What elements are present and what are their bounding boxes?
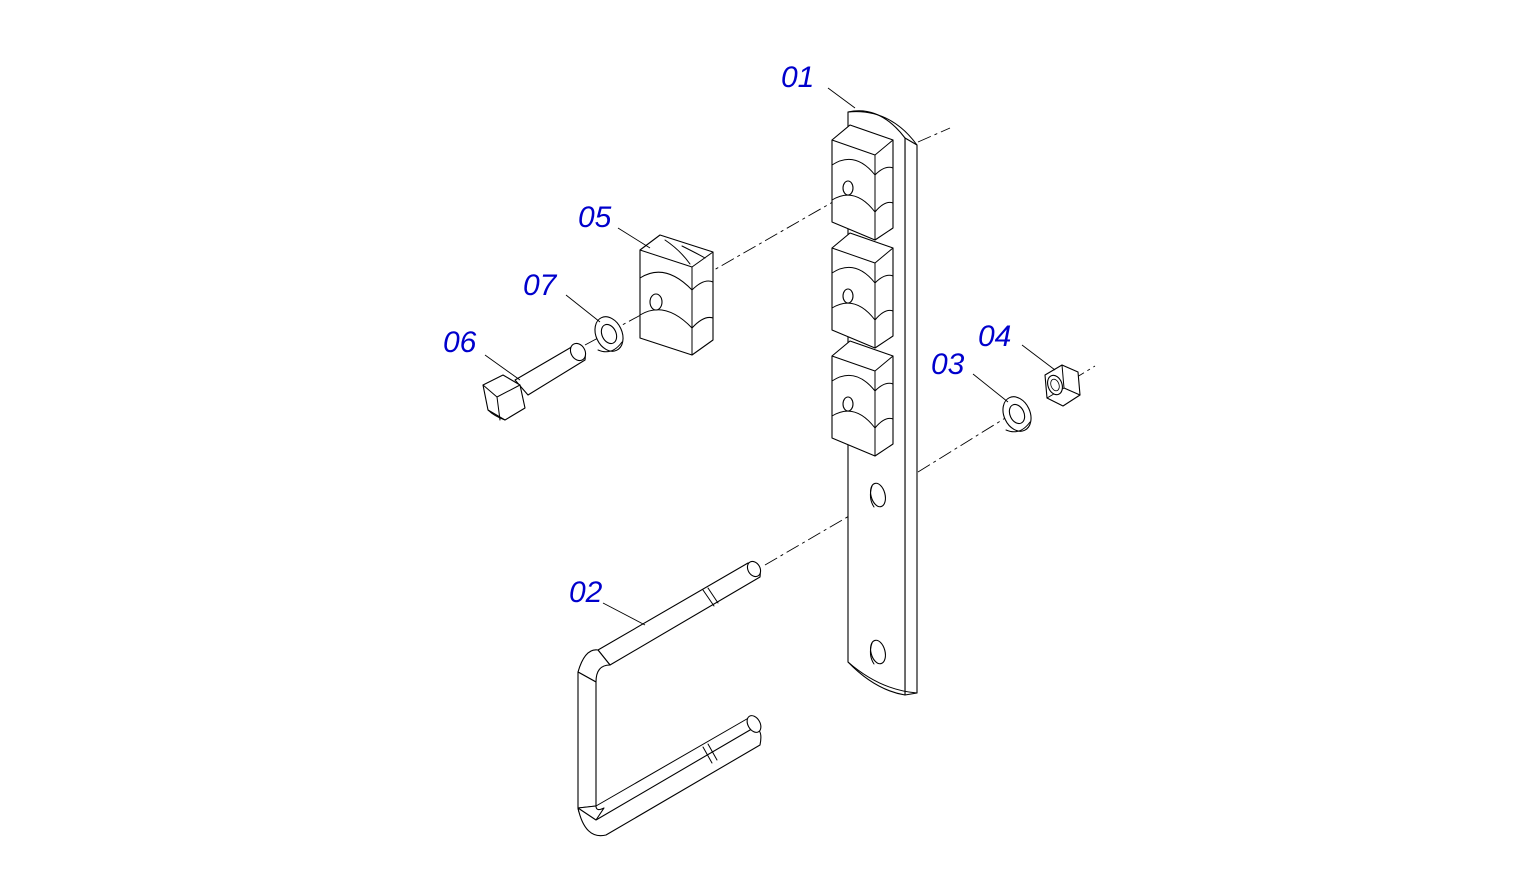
- callout-01[interactable]: 01: [781, 61, 814, 94]
- part-04-hex-nut[interactable]: [1044, 364, 1081, 407]
- clamp-block-1: [831, 124, 894, 241]
- part-01-mounting-bracket[interactable]: [831, 110, 918, 696]
- part-03-washer[interactable]: [998, 392, 1037, 436]
- plate-hole-upper: [870, 482, 886, 508]
- leader-05: [617, 227, 651, 249]
- part-07-washer[interactable]: [590, 312, 629, 356]
- clamp-block-2: [831, 232, 894, 349]
- leader-lines: [484, 87, 1056, 626]
- centerline-clamp-block: [699, 194, 846, 279]
- leader-07: [565, 294, 601, 323]
- callout-06[interactable]: 06: [443, 326, 477, 359]
- leader-06: [484, 354, 521, 381]
- plate-bottom-edge: [847, 661, 918, 694]
- plate-top-edge: [847, 111, 918, 146]
- part-05-clamp-block[interactable]: [639, 234, 714, 356]
- plate-hole-lower: [870, 639, 886, 665]
- plate-hole-lower-depth: [869, 642, 875, 665]
- centerline-u-bolt: [764, 504, 869, 566]
- centerline-nut-washer: [917, 411, 1016, 473]
- plate-side-face: [904, 137, 918, 696]
- callout-labels: 01 05 07 06 04 03 02: [443, 61, 1011, 609]
- callout-04[interactable]: 04: [978, 320, 1011, 353]
- part-06-hex-bolt[interactable]: [482, 341, 589, 421]
- centerline-plate-top: [917, 127, 951, 143]
- part-02-u-bolt[interactable]: [577, 559, 764, 837]
- callout-05[interactable]: 05: [578, 201, 612, 234]
- leader-03: [972, 373, 1009, 403]
- plate-hole-upper-depth: [869, 485, 875, 508]
- clamp-block-3: [831, 340, 894, 457]
- callout-07[interactable]: 07: [523, 269, 558, 302]
- leader-01: [827, 87, 856, 109]
- callout-03[interactable]: 03: [931, 348, 965, 381]
- leader-02: [602, 602, 646, 626]
- callout-02[interactable]: 02: [569, 576, 603, 609]
- leader-04: [1021, 344, 1056, 371]
